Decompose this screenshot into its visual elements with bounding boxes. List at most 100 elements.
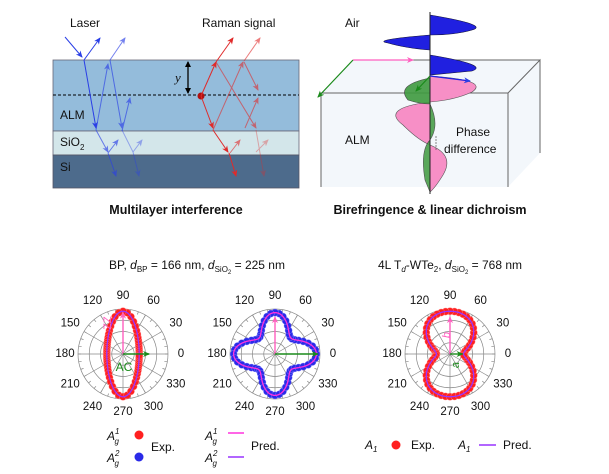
- phase-label: Phase: [456, 125, 490, 139]
- angle-label: 180: [382, 348, 401, 360]
- grid-tick: [240, 324, 244, 328]
- grid-tick: [88, 324, 92, 328]
- sio2-label: SiO2: [60, 135, 85, 152]
- grid-tick: [78, 345, 82, 348]
- grid-tick: [164, 360, 168, 363]
- multilayer-panel: Laser Raman signal ALM SiO2 Si y Mul: [52, 16, 300, 217]
- grid-tick: [301, 319, 305, 323]
- legend-a1-pred: A1: [457, 438, 470, 454]
- grid-tick: [154, 380, 158, 384]
- grid-tick: [159, 331, 163, 334]
- grid-spoke: [83, 331, 124, 355]
- si-layer: [52, 154, 300, 189]
- grid-tick: [311, 331, 315, 334]
- grid-tick: [93, 319, 97, 323]
- grid-tick: [100, 390, 103, 394]
- angle-label: 30: [169, 318, 182, 330]
- green-axis-arrow: [317, 59, 354, 98]
- prediction-curve: [232, 311, 318, 397]
- laser-label: Laser: [70, 16, 100, 30]
- bp-title: BP, dBP = 166 nm, dSiO2 = 225 nm: [109, 258, 285, 276]
- angle-label: 0: [178, 348, 184, 360]
- angle-label: 30: [496, 318, 509, 330]
- grid-tick: [314, 338, 318, 340]
- angle-label: 300: [144, 401, 163, 413]
- birefringence-title: Birefringence & linear dichroism: [333, 203, 526, 217]
- ac-label: AC: [116, 360, 133, 374]
- grid-tick: [80, 368, 84, 370]
- grid-tick: [491, 345, 495, 348]
- grid-tick: [407, 368, 411, 370]
- grid-tick: [137, 311, 139, 315]
- si-label: Si: [60, 160, 71, 174]
- angle-label: 180: [55, 348, 74, 360]
- legend-wte2-exp: Exp.: [411, 438, 435, 452]
- legend-red-dot: [134, 430, 144, 440]
- grid-tick: [489, 368, 493, 370]
- legend-wte2-red-dot: [391, 440, 401, 450]
- angle-label: 210: [388, 379, 407, 391]
- angle-label: 0: [505, 348, 511, 360]
- grid-spoke: [122, 353, 163, 377]
- grid-tick: [420, 385, 424, 389]
- angle-label: 120: [83, 295, 102, 307]
- angle-label: 90: [269, 290, 282, 302]
- angle-label: 120: [410, 295, 429, 307]
- a-axis-label: a: [450, 362, 462, 368]
- incident-wave: [429, 14, 477, 36]
- legend-wte2-pred: Pred.: [503, 438, 532, 452]
- grid-tick: [481, 324, 485, 328]
- legend-wte2: A1 Exp. A1 Pred.: [364, 438, 532, 454]
- angle-label: 300: [296, 401, 315, 413]
- grid-tick: [83, 331, 87, 334]
- grid-tick: [420, 319, 424, 323]
- angle-label: 330: [318, 379, 337, 391]
- grid-tick: [289, 393, 291, 397]
- raman-label: Raman signal: [202, 16, 275, 30]
- grid-tick: [259, 311, 261, 315]
- grid-tick: [78, 360, 82, 363]
- grid-tick: [289, 311, 291, 315]
- laser-rays: [64, 36, 143, 177]
- angle-label: 270: [440, 406, 459, 418]
- angle-label: 60: [147, 295, 160, 307]
- grid-tick: [107, 393, 109, 397]
- grid-tick: [410, 374, 414, 377]
- prediction-curve: [425, 310, 475, 398]
- grid-tick: [232, 338, 236, 340]
- angle-label: 60: [299, 295, 312, 307]
- grid-tick: [314, 368, 318, 370]
- grid-tick: [245, 319, 249, 323]
- grid-tick: [154, 324, 158, 328]
- angle-label: 90: [444, 290, 457, 302]
- grid-tick: [306, 324, 310, 328]
- grid-tick: [235, 331, 239, 334]
- angle-label: 150: [61, 318, 80, 330]
- grid-tick: [137, 393, 139, 397]
- grid-tick: [162, 338, 166, 340]
- angle-label: 300: [471, 401, 490, 413]
- grid-tick: [83, 374, 87, 377]
- grid-tick: [252, 314, 255, 318]
- grid-tick: [143, 314, 146, 318]
- grid-tick: [476, 385, 480, 389]
- grid-tick: [245, 385, 249, 389]
- air-label: Air: [345, 16, 360, 30]
- grid-tick: [149, 319, 153, 323]
- prediction-curve: [106, 310, 140, 398]
- grid-tick: [143, 390, 146, 394]
- grid-tick: [301, 385, 305, 389]
- angle-label: 240: [235, 401, 254, 413]
- grid-tick: [489, 338, 493, 340]
- legend-a1-exp: A1: [364, 438, 377, 454]
- angle-label: 60: [474, 295, 487, 307]
- zz-label: ZZ: [102, 316, 114, 330]
- angle-label: 240: [83, 401, 102, 413]
- grid-tick: [405, 345, 409, 348]
- grid-tick: [88, 380, 92, 384]
